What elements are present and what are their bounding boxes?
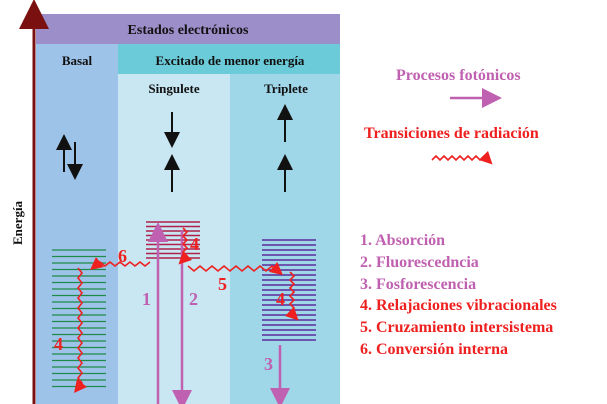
legend-item: 4. Relajaciones vibracionales: [360, 297, 557, 314]
phosphorescence-number: 3: [264, 354, 273, 374]
energy-axis-label: Energía: [10, 200, 25, 245]
header-title: Estados electrónicos: [128, 23, 249, 38]
triplet-vibrational-levels: [262, 239, 316, 341]
basal-vibrational-levels: [52, 249, 106, 388]
legend-item: 1. Absorción: [360, 232, 446, 249]
internal-conversion-wave: [90, 257, 151, 270]
singlet-relaxation-number: 4: [190, 234, 199, 254]
excited-header-band: [118, 44, 340, 74]
basal-label: Basal: [62, 53, 93, 68]
singlet-panel: [118, 74, 230, 404]
triplet-relaxation-wave: [284, 271, 299, 321]
triplet-relaxation-number: 4: [276, 289, 285, 309]
intersystem-number: 5: [218, 274, 227, 294]
legend-item: 6. Conversión interna: [360, 341, 508, 358]
legend-item: 3. Fosforescencia: [360, 276, 477, 293]
singlet-label: Singulete: [148, 81, 200, 96]
legend-item: 5. Cruzamiento intersistema: [360, 319, 554, 336]
absorption-number: 1: [142, 289, 151, 309]
radiation-key-label: Transiciones de radiación: [364, 125, 539, 142]
basal-relaxation-number: 4: [54, 334, 63, 354]
legend-item: 2. Fluorescedncia: [360, 254, 479, 271]
triplet-label: Triplete: [264, 81, 308, 96]
basal-panel: [36, 44, 118, 404]
singlet-relaxation-wave: [178, 227, 193, 265]
radiation-key-wave: [431, 150, 493, 165]
header-band: [36, 14, 340, 44]
fluorescence-number: 2: [189, 289, 198, 309]
basal-relaxation-wave: [74, 267, 87, 393]
excited-label: Excitado de menor energía: [156, 53, 305, 68]
intersystem-crossing-wave: [187, 261, 283, 276]
photonic-key-label: Procesos fotónicos: [396, 67, 521, 84]
internal-conversion-number: 6: [118, 246, 127, 266]
